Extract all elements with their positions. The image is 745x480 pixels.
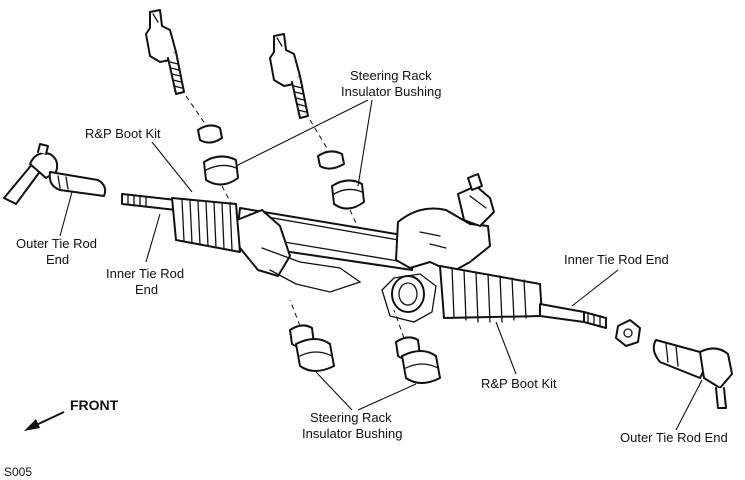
label-inner-tie-rod-right: Inner Tie Rod End — [564, 252, 669, 267]
leader-rp-boot-right — [495, 321, 517, 375]
leader-bushing-bottom-a — [315, 371, 353, 411]
label-rp-boot-kit-right: R&P Boot Kit — [481, 376, 557, 391]
label-outer-tie-rod-left-line1: Outer Tie Rod — [16, 236, 97, 251]
pinion-valve-housing — [381, 173, 495, 323]
label-inner-tie-rod-left-line2: End — [135, 282, 158, 297]
insulator-bushing-bottom-left — [289, 299, 335, 372]
label-front: FRONT — [70, 397, 119, 413]
jam-nut — [615, 319, 641, 347]
insulator-bushing-top-right — [317, 150, 373, 259]
figure-code: S005 — [4, 465, 32, 479]
leader-bushing-top-a — [235, 99, 369, 167]
label-inner-tie-rod-left-line1: Inner Tie Rod — [106, 266, 184, 281]
leader-inner-tie-right — [571, 269, 619, 307]
rack-boot-left — [171, 197, 241, 253]
label-rp-boot-kit-left: R&P Boot Kit — [85, 126, 161, 141]
outer-tie-rod-end-left — [3, 143, 107, 205]
label-bushing-bottom-line1: Steering Rack — [310, 410, 392, 425]
leader-outer-tie-left — [59, 191, 73, 237]
leader-inner-tie-left — [145, 213, 161, 263]
insulator-bushing-top-left — [197, 124, 251, 241]
outer-tie-rod-end-right — [652, 339, 733, 409]
label-outer-tie-rod-right: Outer Tie Rod End — [620, 430, 728, 445]
rack-housing — [231, 207, 421, 293]
inner-tie-rod-left — [121, 193, 177, 211]
label-bushing-top-line2: Insulator Bushing — [341, 84, 441, 99]
front-arrow — [24, 411, 65, 431]
leader-bushing-top-b — [357, 99, 373, 187]
label-bushing-top-line1: Steering Rack — [350, 68, 432, 83]
leader-outer-tie-right — [675, 379, 703, 431]
inner-tie-rod-right — [539, 303, 607, 329]
leader-bushing-bottom-b — [357, 383, 417, 411]
label-outer-tie-rod-left-line2: End — [46, 252, 69, 267]
leader-rp-boot-left — [151, 141, 193, 193]
rack-boot-right — [439, 265, 543, 323]
mounting-bolt-left — [145, 9, 185, 95]
mounting-bolt-right — [269, 33, 309, 119]
label-bushing-bottom-line2: Insulator Bushing — [302, 426, 402, 441]
insulator-bushing-bottom-right — [393, 309, 441, 384]
